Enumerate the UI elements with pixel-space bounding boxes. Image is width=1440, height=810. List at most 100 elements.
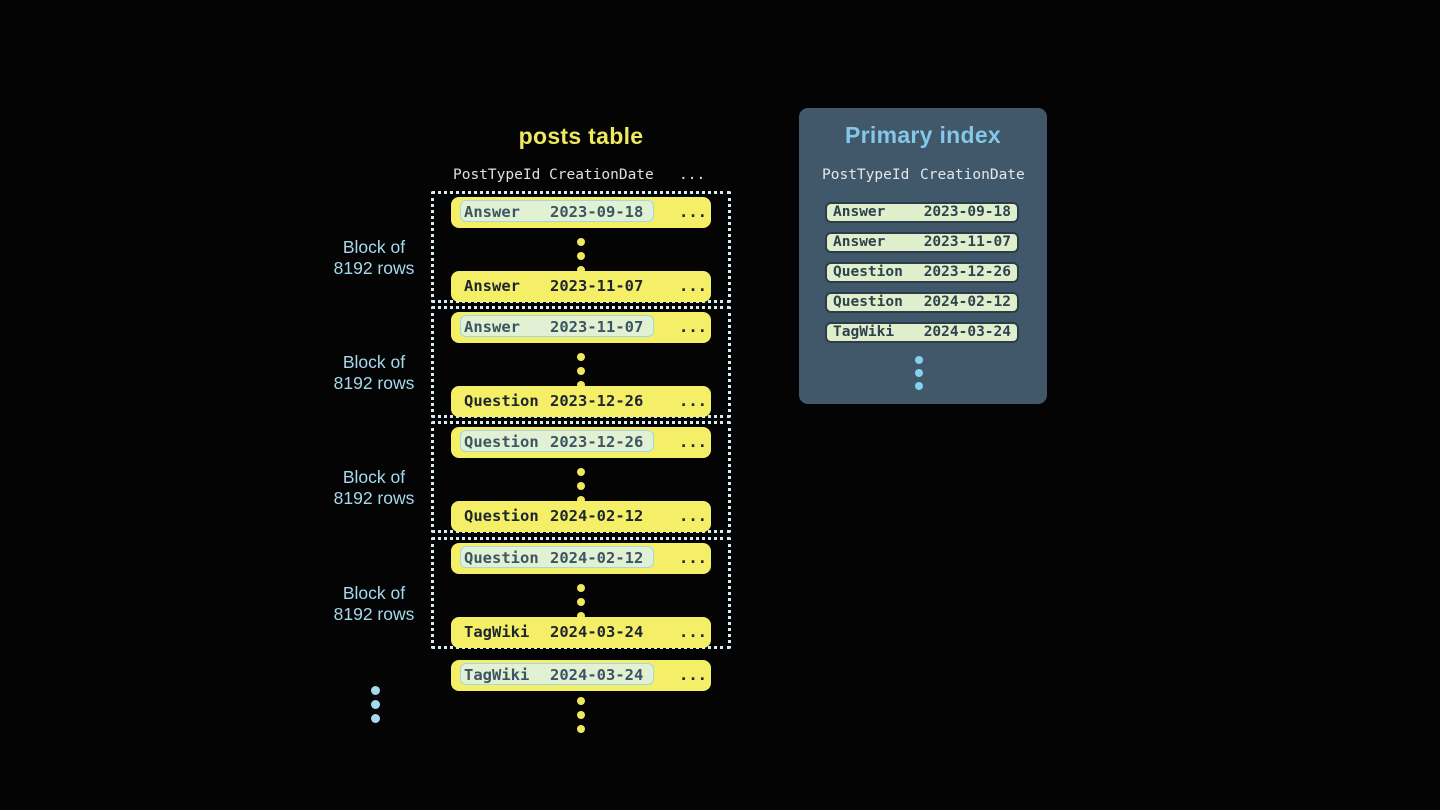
cell-ellipsis: ... <box>679 203 707 221</box>
rows-ellipsis-dot <box>577 612 585 620</box>
block-size-label: Block of 8192 rows <box>314 237 434 279</box>
block-size-label: Block of 8192 rows <box>314 352 434 394</box>
cell-creationdate: 2023-12-26 <box>550 433 644 451</box>
cell-ellipsis: ... <box>679 507 707 525</box>
cell-posttypeid: Question <box>833 294 903 310</box>
table-row: Answer 2023-11-07 ... <box>451 271 711 302</box>
index-entry: Question 2024-02-12 <box>825 292 1019 313</box>
primary-index-panel: Primary index PostTypeId CreationDate An… <box>799 108 1047 404</box>
block-size-label: Block of 8192 rows <box>314 467 434 509</box>
block-label-line1: Block of <box>342 583 406 603</box>
table-row: Question 2023-12-26 ... <box>451 427 711 458</box>
rows-ellipsis-dot <box>577 598 585 606</box>
posts-table-title: posts table <box>518 123 644 149</box>
cell-posttypeid: Answer <box>833 234 886 250</box>
more-entries-ellipsis-dot <box>915 382 923 390</box>
posts-block-4: Question 2024-02-12 ... TagWiki 2024-03-… <box>431 537 731 649</box>
table-row: TagWiki 2024-03-24 ... <box>451 660 711 691</box>
index-entry: Answer 2023-11-07 <box>825 232 1019 253</box>
table-row: Question 2024-02-12 ... <box>451 543 711 574</box>
table-row: Answer 2023-09-18 ... <box>451 197 711 228</box>
cell-posttypeid: TagWiki <box>833 324 895 340</box>
posts-block-1: Answer 2023-09-18 ... Answer 2023-11-07 … <box>431 191 731 303</box>
more-blocks-ellipsis-dot <box>371 714 380 723</box>
column-header-posttypeid: PostTypeId <box>822 167 910 183</box>
column-header-posttypeid: PostTypeId <box>453 167 541 183</box>
table-row: Answer 2023-11-07 ... <box>451 312 711 343</box>
rows-ellipsis-dot <box>577 252 585 260</box>
block-label-line1: Block of <box>342 237 406 257</box>
index-entry: Answer 2023-09-18 <box>825 202 1019 223</box>
cell-creationdate: 2023-11-07 <box>923 234 1011 250</box>
rows-ellipsis-dot <box>577 584 585 592</box>
column-header-creationdate: CreationDate <box>920 167 1025 183</box>
cell-creationdate: 2024-03-24 <box>923 324 1011 340</box>
cell-ellipsis: ... <box>679 549 707 567</box>
cell-posttypeid: Question <box>464 549 539 567</box>
column-header-ellipsis: ... <box>679 167 706 183</box>
table-row: Question 2023-12-26 ... <box>451 386 711 417</box>
cell-creationdate: 2024-03-24 <box>550 623 644 641</box>
more-entries-ellipsis-dot <box>915 369 923 377</box>
cell-creationdate: 2023-11-07 <box>550 318 644 336</box>
cell-creationdate: 2023-12-26 <box>550 392 644 410</box>
cell-posttypeid: Question <box>464 392 539 410</box>
rows-ellipsis-dot <box>577 711 585 719</box>
rows-ellipsis-dot <box>577 266 585 274</box>
block-label-line2: 8192 rows <box>333 373 415 393</box>
index-key-highlight <box>460 546 654 568</box>
rows-ellipsis-dot <box>577 496 585 504</box>
cell-posttypeid: Answer <box>833 204 886 220</box>
rows-ellipsis-dot <box>577 353 585 361</box>
more-blocks-ellipsis-dot <box>371 700 380 709</box>
cell-posttypeid: TagWiki <box>464 623 530 641</box>
posts-block-3: Question 2023-12-26 ... Question 2024-02… <box>431 421 731 533</box>
cell-posttypeid: TagWiki <box>464 666 530 684</box>
cell-posttypeid: Answer <box>464 203 520 221</box>
rows-ellipsis-dot <box>577 468 585 476</box>
cell-creationdate: 2023-11-07 <box>550 277 644 295</box>
block-label-line1: Block of <box>342 352 406 372</box>
cell-creationdate: 2024-02-12 <box>550 549 644 567</box>
block-label-line2: 8192 rows <box>333 604 415 624</box>
cell-ellipsis: ... <box>679 433 707 451</box>
cell-ellipsis: ... <box>679 392 707 410</box>
cell-ellipsis: ... <box>679 666 707 684</box>
block-label-line1: Block of <box>342 467 406 487</box>
cell-posttypeid: Answer <box>464 318 520 336</box>
rows-ellipsis-dot <box>577 482 585 490</box>
cell-creationdate: 2024-03-24 <box>550 666 644 684</box>
primary-index-title: Primary index <box>844 122 1002 148</box>
cell-posttypeid: Question <box>464 433 539 451</box>
cell-posttypeid: Answer <box>464 277 520 295</box>
index-entry: Question 2023-12-26 <box>825 262 1019 283</box>
cell-creationdate: 2024-02-12 <box>550 507 644 525</box>
rows-ellipsis-dot <box>577 238 585 246</box>
rows-ellipsis-dot <box>577 697 585 705</box>
index-key-highlight <box>460 430 654 452</box>
index-entry: TagWiki 2024-03-24 <box>825 322 1019 343</box>
column-header-creationdate: CreationDate <box>549 167 654 183</box>
more-blocks-ellipsis-dot <box>371 686 380 695</box>
cell-ellipsis: ... <box>679 623 707 641</box>
cell-ellipsis: ... <box>679 277 707 295</box>
table-row: TagWiki 2024-03-24 ... <box>451 617 711 648</box>
block-label-line2: 8192 rows <box>333 258 415 278</box>
posts-block-2: Answer 2023-11-07 ... Question 2023-12-2… <box>431 306 731 418</box>
cell-ellipsis: ... <box>679 318 707 336</box>
cell-creationdate: 2023-09-18 <box>550 203 644 221</box>
rows-ellipsis-dot <box>577 367 585 375</box>
index-key-highlight <box>460 200 654 222</box>
cell-posttypeid: Question <box>464 507 539 525</box>
index-key-highlight <box>460 315 654 337</box>
table-row: Question 2024-02-12 ... <box>451 501 711 532</box>
cell-creationdate: 2023-09-18 <box>923 204 1011 220</box>
cell-creationdate: 2024-02-12 <box>923 294 1011 310</box>
more-entries-ellipsis-dot <box>915 356 923 364</box>
rows-ellipsis-dot <box>577 381 585 389</box>
block-size-label: Block of 8192 rows <box>314 583 434 625</box>
block-label-line2: 8192 rows <box>333 488 415 508</box>
cell-posttypeid: Question <box>833 264 903 280</box>
cell-creationdate: 2023-12-26 <box>923 264 1011 280</box>
